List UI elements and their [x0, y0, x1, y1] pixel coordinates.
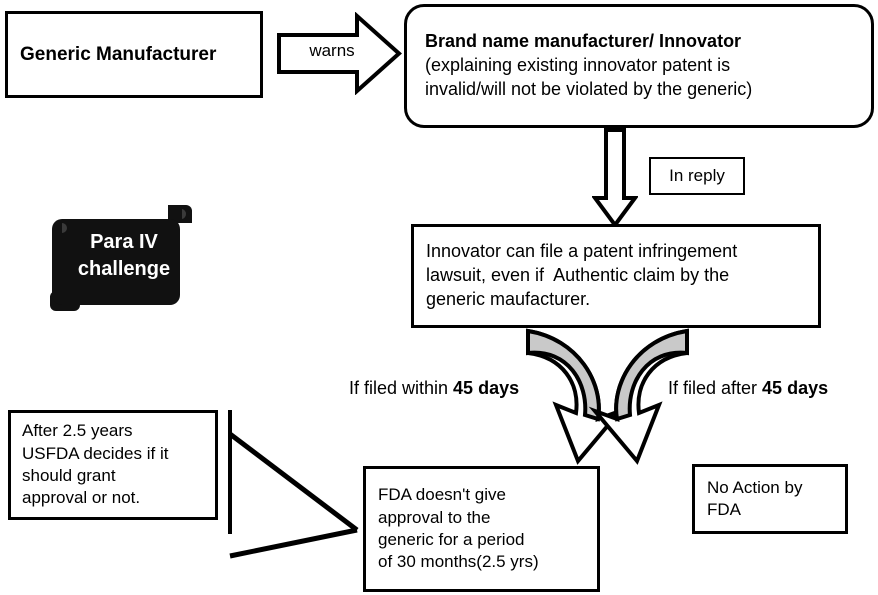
label-if-filed-within-45-days-prefix: If filed within	[349, 378, 454, 398]
node-para-iv-challenge[interactable]: Para IV challenge	[48, 203, 200, 313]
node-fda-no-approval-line-1: FDA doesn't give	[378, 485, 506, 505]
node-para-iv-line-2: challenge	[77, 258, 171, 280]
label-if-filed-after-45-days-bold: 45 days	[762, 378, 829, 398]
warns-arrow-icon	[277, 11, 403, 96]
banner-scroll-icon	[50, 205, 192, 311]
node-innovator-line-3: invalid/will not be violated by the gene…	[425, 78, 753, 99]
node-innovator[interactable]: Brand name manufacturer/ Innovator (expl…	[404, 4, 874, 128]
node-usfda-decides-line-2: USFDA decides if it	[22, 443, 169, 463]
node-generic-manufacturer-line-1: Generic Manufacturer	[20, 43, 217, 65]
node-para-iv-line-1: Para IV	[90, 231, 158, 253]
label-if-filed-within-45-days-bold: 45 days	[453, 378, 520, 398]
node-lawsuit[interactable]: Innovator can file a patent infringement…	[411, 224, 821, 328]
node-usfda-decides-line-3: should grant	[22, 466, 116, 485]
node-fda-no-approval-line-4: of 30 months(2.5 yrs)	[378, 552, 539, 572]
node-no-action-by-fda-line-2: FDA	[707, 500, 741, 519]
connector-curved-arrows	[500, 327, 715, 467]
curved-arrows-icon	[526, 328, 689, 465]
node-fda-no-approval-line-3: generic for a period	[378, 530, 525, 549]
node-no-action-by-fda[interactable]: No Action by FDA	[692, 464, 848, 534]
connector-in-reply-arrow	[591, 128, 639, 229]
node-lawsuit-line-3: generic maufacturer.	[426, 288, 591, 309]
node-fda-no-approval[interactable]: FDA doesn't give approval to the generic…	[363, 466, 600, 592]
label-if-filed-within-45-days: If filed within 45 days	[349, 378, 519, 399]
node-lawsuit-line-2: lawsuit, even if Authentic claim by the	[426, 265, 730, 286]
node-generic-manufacturer[interactable]: Generic Manufacturer	[5, 11, 263, 98]
label-if-filed-after-45-days: If filed after 45 days	[668, 378, 828, 399]
node-lawsuit-line-1: Innovator can file a patent infringement	[426, 241, 738, 262]
node-innovator-line-1: Brand name manufacturer/ Innovator	[425, 31, 742, 52]
node-usfda-decides-line-4: approval or not.	[22, 488, 141, 508]
connector-usfda-to-fda-bracket	[220, 404, 368, 560]
node-no-action-by-fda-line-1: No Action by	[707, 477, 803, 497]
connector-in-reply-label-text: In reply	[669, 165, 725, 185]
bracket-triangle-icon	[228, 410, 359, 559]
connector-warns-label: warns	[309, 41, 355, 60]
node-innovator-line-2: (explaining existing innovator patent is	[425, 55, 731, 76]
label-if-filed-after-45-days-prefix: If filed after	[668, 378, 763, 398]
connector-in-reply-label: In reply	[649, 157, 745, 195]
node-fda-no-approval-line-2: approval to the	[378, 507, 491, 527]
node-para-iv-challenge-text: Para IV challenge	[48, 229, 200, 283]
connector-warns-arrow: warns	[277, 11, 403, 96]
arrow-down-icon	[591, 128, 639, 229]
node-usfda-decides[interactable]: After 2.5 years USFDA decides if it shou…	[8, 410, 218, 520]
node-usfda-decides-line-1: After 2.5 years	[22, 421, 133, 441]
